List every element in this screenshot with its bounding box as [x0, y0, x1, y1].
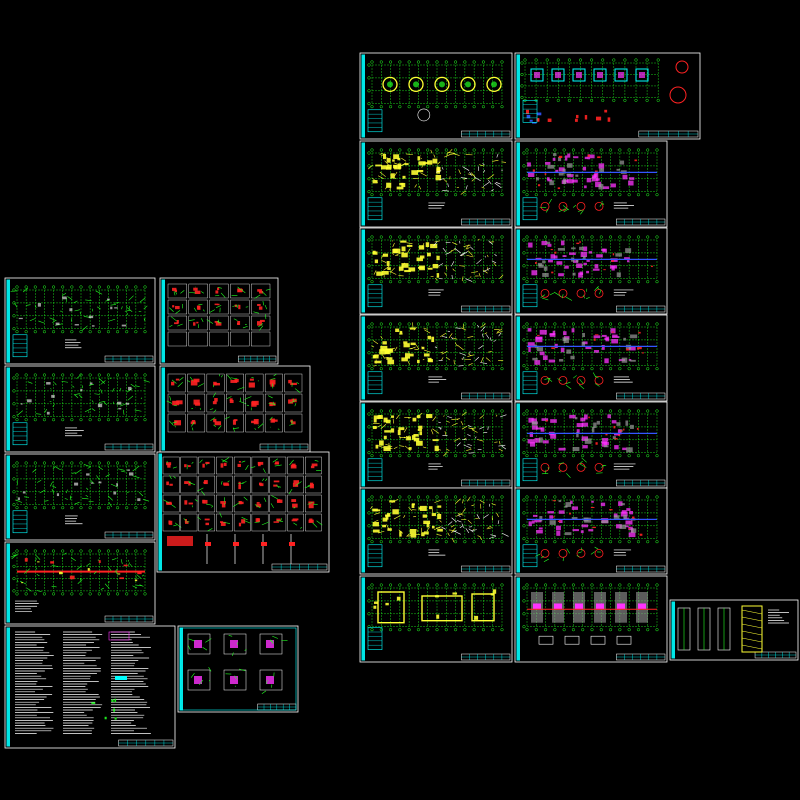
drawing-sheet-right-b-5[interactable] [514, 401, 668, 489]
drawing-sheet-right-a-7[interactable] [359, 575, 513, 663]
drawing-sheet-right-b-4[interactable] [514, 314, 668, 402]
drawing-sheet-right-a-6[interactable] [359, 487, 513, 575]
drawing-sheet-left-detail-3[interactable] [156, 451, 330, 573]
drawing-sheet-left-detail-1[interactable] [159, 277, 279, 365]
drawing-sheet-right-c-7[interactable] [669, 599, 799, 661]
drawing-sheet-left-plan-3[interactable] [4, 453, 156, 541]
drawing-sheet-left-plan-2[interactable] [4, 365, 156, 453]
drawing-sheet-left-plan-1[interactable] [4, 277, 156, 365]
drawing-sheet-right-b-7[interactable] [514, 575, 668, 663]
drawing-sheet-right-b-3[interactable] [514, 227, 668, 315]
drawing-sheet-right-a-2[interactable] [359, 140, 513, 228]
drawing-sheet-right-b-1[interactable] [514, 52, 701, 140]
drawing-sheet-right-a-4[interactable] [359, 314, 513, 402]
drawing-sheet-right-b-6[interactable] [514, 487, 668, 575]
drawing-sheet-right-a-5[interactable] [359, 401, 513, 489]
drawing-sheet-left-details-cyan[interactable] [177, 625, 299, 713]
drawing-sheet-left-plan-4[interactable] [4, 541, 156, 625]
drawing-sheet-left-detail-2[interactable] [159, 365, 311, 453]
drawing-sheet-right-b-2[interactable] [514, 140, 668, 228]
drawing-sheet-right-a-1[interactable] [359, 52, 513, 140]
drawing-sheet-right-a-3[interactable] [359, 227, 513, 315]
drawing-sheet-left-notes[interactable] [4, 625, 176, 749]
